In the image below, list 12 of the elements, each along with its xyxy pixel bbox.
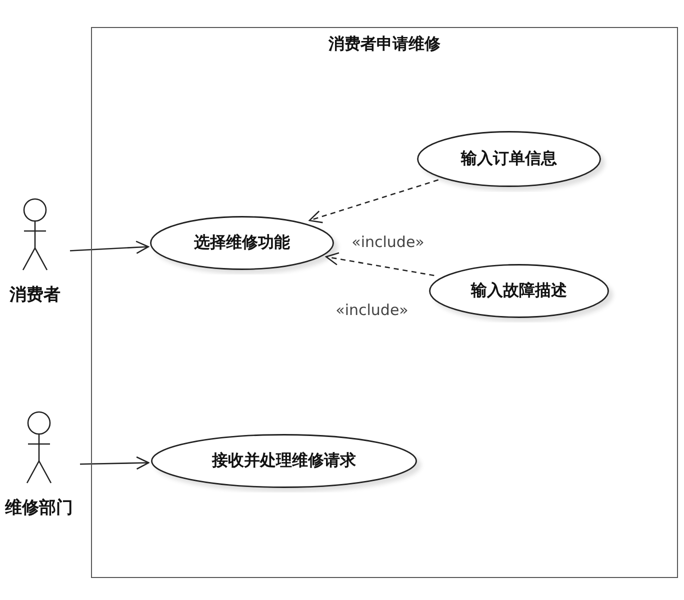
actor-label: 维修部门 [5, 497, 73, 519]
use-case-label: 输入订单信息 [461, 148, 557, 170]
use-case-label: 输入故障描述 [471, 280, 567, 302]
association-arrow [70, 240, 149, 254]
association-arrow [308, 179, 438, 224]
system-boundary [91, 27, 678, 578]
actor-label: 消费者 [10, 284, 60, 306]
association-arrow [325, 252, 434, 276]
use-case-label: 选择维修功能 [194, 232, 290, 254]
use-case-label: 接收并处理维修请求 [212, 450, 356, 472]
boundary-title: 消费者申请维修 [328, 34, 440, 55]
association-arrow [80, 456, 150, 470]
